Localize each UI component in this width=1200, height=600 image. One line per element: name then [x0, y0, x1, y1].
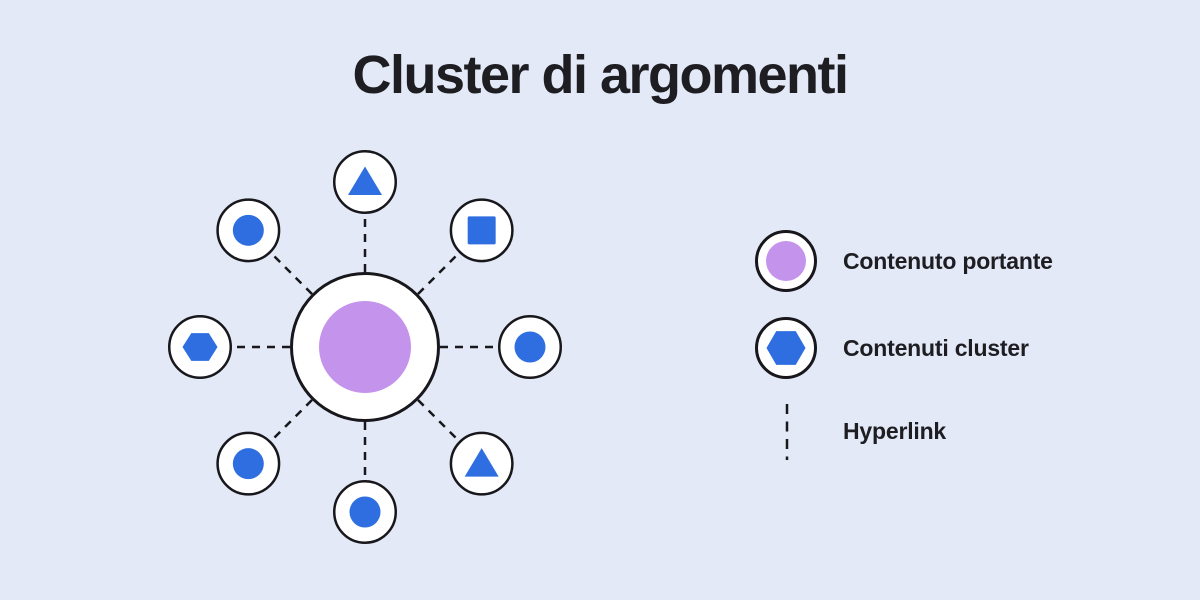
pillar-circle-icon [753, 228, 819, 294]
hyperlink-dashes-icon [753, 398, 819, 464]
cluster-shape-circle [232, 214, 264, 246]
legend-label: Contenuti cluster [843, 334, 1029, 361]
legend-item-hyperlink: Hyperlink [753, 398, 946, 464]
legend-label: Contenuto portante [843, 247, 1053, 274]
page-title: Cluster di argomenti [352, 45, 849, 105]
pillar-node-core [319, 301, 411, 393]
cluster-shape-hexagon [182, 333, 218, 361]
cluster-shape-circle [349, 496, 381, 528]
legend-label: Hyperlink [843, 417, 947, 444]
cluster-shape-circle [232, 448, 264, 480]
cluster-hexagon-icon [753, 315, 819, 381]
legend-item-cluster-content: Contenuti cluster [753, 315, 1029, 381]
cluster-shape-triangle [348, 166, 382, 195]
cluster-shape-circle [514, 331, 546, 363]
cluster-shape-triangle [464, 448, 499, 477]
cluster-shape-square [467, 216, 496, 245]
legend-item-pillar-content: Contenuto portante [753, 228, 1053, 294]
